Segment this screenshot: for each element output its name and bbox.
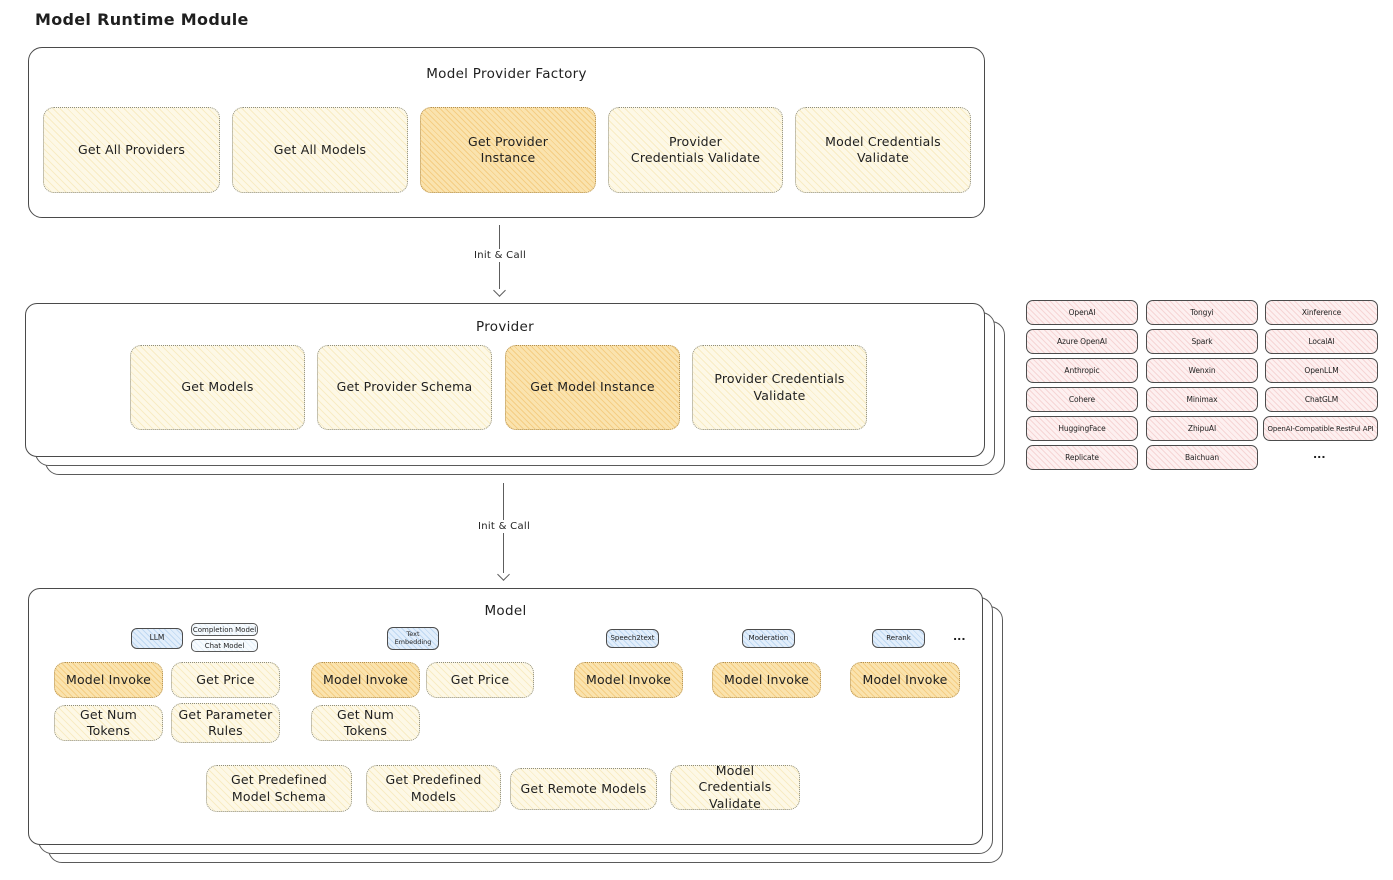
node-label: Get Num Tokens [79,706,138,738]
provider-chip-minimax: Minimax [1146,387,1258,412]
factory-node-get-all-models: Get All Models [232,107,408,193]
provider-box-title: Provider [476,319,534,335]
node-label: Get Predefined Model Schema [231,772,327,804]
model-node-text-embedding-model-invoke: Model Invoke [311,662,420,698]
provider-registry-more-ellipsis: ... [1313,448,1326,461]
provider-chip-xinference: Xinference [1265,300,1378,325]
node-label: Get Price [196,671,255,687]
chip-label: Anthropic [1064,366,1100,375]
node-label: Provider Credentials Validate [714,371,845,403]
model-node-llm-get-price: Get Price [171,662,280,698]
model-node-llm-get-parameter-rules: Get Parameter Rules [171,703,280,743]
model-node-text-embedding-get-num-tokens: Get Num Tokens [311,705,420,741]
chip-label: Minimax [1186,395,1218,404]
arrow-provider-to-model-head [497,568,510,581]
factory-box-title: Model Provider Factory [426,66,587,82]
model-node-rerank-model-invoke: Model Invoke [850,662,960,698]
model-node-moderation-model-invoke: Model Invoke [712,662,821,698]
provider-node-provider-credentials-validate: Provider Credentials Validate [692,345,867,430]
provider-chip-cohere: Cohere [1026,387,1138,412]
provider-chip-baichuan: Baichuan [1146,445,1258,470]
chip-label: LocalAI [1308,337,1335,346]
node-label: Model Invoke [723,671,810,687]
node-label: Get Models [181,379,254,395]
node-label: Get Price [450,671,510,687]
model-node-model-credentials-validate: Model Credentials Validate [670,763,800,811]
provider-node-get-model-instance: Get Model Instance [505,345,680,430]
node-label: Model Credentials Validate [825,133,941,165]
chip-label: Cohere [1068,395,1096,404]
provider-chip-wenxin: Wenxin [1146,358,1258,383]
provider-chip-openai-compatible-restful-api: OpenAI-Compatible RestFul API [1263,416,1378,441]
arrow-label-init-call-1: Init & Call [468,249,532,262]
node-label: Get Model Instance [530,379,655,395]
node-label: Get All Providers [77,141,186,157]
chip-label: Replicate [1065,453,1099,462]
chip-label: OpenAI [1068,308,1096,317]
model-types-more-ellipsis: ... [953,630,966,643]
provider-chip-huggingface: HuggingFace [1026,416,1138,441]
provider-chip-chatglm: ChatGLM [1265,387,1378,412]
model-node-llm-model-invoke: Model Invoke [54,662,163,698]
node-label: Provider Credentials Validate [630,133,761,165]
model-type-tag-llm: LLM [131,628,183,649]
chip-label: Baichuan [1184,453,1219,462]
factory-node-provider-credentials-validate: Provider Credentials Validate [608,107,783,193]
model-type-tag-text-embedding: Text Embedding [387,627,439,650]
node-label: Get Parameter Rules [178,706,273,738]
factory-node-model-credentials-validate: Model Credentials Validate [795,107,971,193]
model-node-get-predefined-models: Get Predefined Models [366,765,501,812]
provider-chip-spark: Spark [1146,329,1258,354]
model-type-tag-speech2text: Speech2text [606,629,659,648]
chip-label: OpenLLM [1304,366,1339,375]
factory-node-get-provider-instance: Get Provider Instance [420,107,596,193]
node-label: Get Num Tokens [336,706,395,738]
arrow-label-init-call-2: Init & Call [472,520,536,533]
factory-node-get-all-providers: Get All Providers [43,107,220,193]
chip-label: ChatGLM [1304,395,1339,404]
node-label: Model Invoke [322,671,409,687]
model-node-get-remote-models: Get Remote Models [510,768,657,810]
model-node-get-predefined-model-schema: Get Predefined Model Schema [206,765,352,812]
chip-label: Wenxin [1188,366,1216,375]
model-type-tag-completion-model: Completion Model [191,623,258,636]
provider-chip-tongyi: Tongyi [1146,300,1258,325]
arrow-factory-to-provider-head [493,284,506,297]
provider-node-get-models: Get Models [130,345,305,430]
node-label: Get Remote Models [520,780,647,796]
node-label: Get Provider Instance [467,133,549,165]
node-label: Model Credentials Validate [698,763,772,811]
node-label: Model Invoke [862,671,948,687]
chip-label: ZhipuAI [1187,424,1217,433]
model-type-tag-moderation: Moderation [742,629,795,648]
model-box-title: Model [484,603,527,619]
model-node-llm-get-num-tokens: Get Num Tokens [54,705,163,741]
node-label: Get Provider Schema [336,379,473,395]
provider-chip-zhipuai: ZhipuAI [1146,416,1258,441]
chip-label: Xinference [1301,308,1342,317]
model-type-tag-rerank: Rerank [872,629,925,648]
provider-chip-openllm: OpenLLM [1265,358,1378,383]
provider-chip-azure-openai: Azure OpenAI [1026,329,1138,354]
model-node-text-embedding-get-price: Get Price [426,662,534,698]
model-type-tag-chat-model: Chat Model [191,639,258,652]
provider-chip-localai: LocalAI [1265,329,1378,354]
node-label: Model Invoke [585,671,672,687]
chip-label: Spark [1191,337,1213,346]
provider-chip-anthropic: Anthropic [1026,358,1138,383]
chip-label: OpenAI-Compatible RestFul API [1267,424,1374,433]
chip-label: Tongyi [1190,308,1214,317]
node-label: Model Invoke [65,671,152,687]
model-node-speech2text-model-invoke: Model Invoke [574,662,683,698]
chip-label: HuggingFace [1058,424,1106,433]
provider-chip-openai: OpenAI [1026,300,1138,325]
provider-chip-replicate: Replicate [1026,445,1138,470]
provider-node-get-provider-schema: Get Provider Schema [317,345,492,430]
node-label: Get All Models [273,141,367,157]
chip-label: Azure OpenAI [1057,337,1107,346]
page-title: Model Runtime Module [35,10,249,29]
node-label: Get Predefined Models [385,772,482,804]
